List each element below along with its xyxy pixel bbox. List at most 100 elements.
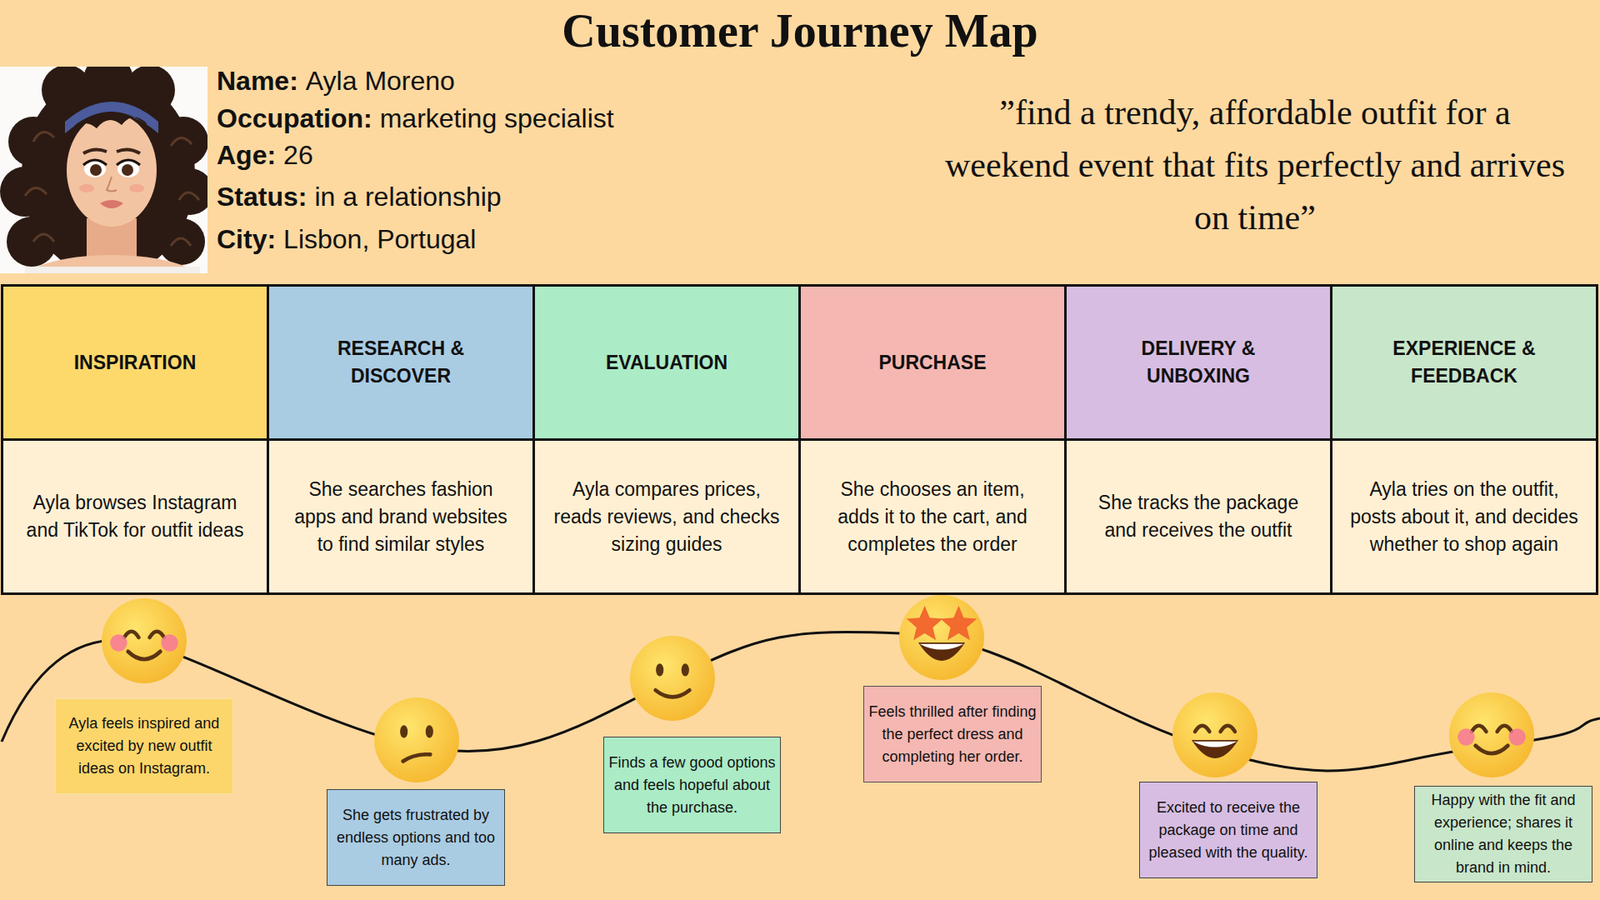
stage-heading: PURCHASE [800, 286, 1065, 441]
emotion-note: Excited to receive the package on time a… [1139, 781, 1318, 879]
emoji-star-eye [940, 605, 978, 641]
stage-description: She tracks the package and receives the … [1066, 440, 1330, 593]
emotion-emoji [1449, 692, 1535, 778]
stage-description: Ayla compares prices, reads reviews, and… [535, 440, 799, 593]
note-text: Finds a few good options and feels hopef… [607, 751, 777, 820]
emoji-face [101, 598, 187, 684]
persona-avatar-part [129, 184, 145, 193]
journey-stage: PURCHASEShe chooses an item, adds it to … [798, 284, 1067, 595]
profile-row: Age:26 [216, 138, 314, 172]
emotion-note: Finds a few good options and feels hopef… [603, 736, 781, 834]
field-label: Name: [216, 64, 299, 98]
journey-stage: INSPIRATIONAyla browses Instagram and Ti… [0, 284, 270, 595]
emoji-face [1449, 692, 1535, 778]
profile-row: Occupation:marketing specialist [216, 101, 615, 135]
emoji-cheek [160, 634, 178, 651]
stage-description: She chooses an item, adds it to the cart… [800, 440, 1065, 593]
field-label: Occupation: [216, 101, 373, 135]
note-text: Feels thrilled after finding the perfect… [867, 700, 1038, 769]
persona-avatar-part [83, 149, 140, 154]
emoji-eye [1497, 725, 1512, 732]
emoji-eye [1195, 725, 1210, 732]
emoji-teeth [1192, 741, 1237, 748]
emoji-mouth [918, 642, 965, 661]
emoji-mouth [655, 690, 690, 697]
profile-row: City:Lisbon, Portugal [216, 222, 476, 256]
journey-stage: EVALUATIONAyla compares prices, reads re… [532, 284, 801, 595]
note-text: Happy with the fit and experience; share… [1418, 789, 1589, 880]
page-title: Customer Journey Map [0, 4, 1600, 58]
note-text: She gets frustrated by endless options a… [330, 804, 501, 872]
persona-avatar-part [106, 176, 117, 192]
emotion-emoji [899, 595, 985, 680]
emoji-eye [681, 663, 690, 676]
emoji-eye [400, 725, 408, 738]
emotion-emoji [101, 598, 187, 684]
emoji-eye [1220, 725, 1235, 732]
persona-avatar-part [25, 266, 200, 274]
emoji-eye [124, 631, 139, 638]
note-text: Ayla feels inspired and excited by new o… [59, 712, 230, 780]
persona-avatar-part [65, 101, 159, 134]
field-label: Age: [216, 138, 276, 172]
persona-quote: ”find a trendy, affordable outfit for a … [938, 86, 1572, 245]
field-value: marketing specialist [380, 101, 615, 135]
journey-stage: EXPERIENCE & FEEDBACKAyla tries on the o… [1330, 284, 1599, 595]
persona-avatar-part [20, 255, 204, 274]
emoji-teeth [919, 644, 964, 650]
persona-avatar-part [66, 113, 157, 227]
emoji-cheek [1508, 728, 1525, 745]
emoji-cheek [110, 634, 127, 651]
emoji-mouth [128, 651, 161, 660]
persona-avatar-part [158, 218, 205, 265]
emoji-mouth [403, 754, 431, 761]
emoji-star-eye [906, 605, 944, 641]
emoji-mouth [1475, 745, 1509, 754]
emoji-eye [425, 725, 434, 738]
emotion-emoji [630, 635, 715, 721]
emotion-note: She gets frustrated by endless options a… [326, 789, 505, 886]
emoji-eye [150, 631, 165, 638]
emoji-face [630, 635, 715, 721]
emoji-face [374, 697, 460, 783]
persona-avatar-part [6, 216, 57, 267]
persona-avatar-part [83, 160, 140, 165]
profile-row: Name:Ayla Moreno [216, 64, 455, 98]
emotion-note: Feels thrilled after finding the perfect… [863, 685, 1042, 783]
persona-avatar-part [71, 111, 147, 132]
persona-avatar-part [90, 164, 102, 176]
emotion-faces [101, 595, 1535, 783]
stage-description: She searches fashion apps and brand webs… [269, 440, 533, 593]
field-value: 26 [283, 138, 314, 172]
emotion-note: Happy with the fit and experience; share… [1414, 785, 1593, 883]
stage-description: Ayla browses Instagram and TikTok for ou… [3, 440, 267, 593]
profile-row: Status:in a relationship [216, 180, 502, 214]
stage-heading: EVALUATION [535, 286, 799, 441]
emotion-emoji [374, 697, 460, 783]
field-label: City: [216, 222, 276, 256]
emoji-eye [1471, 725, 1486, 732]
persona-avatar [0, 66, 208, 274]
emoji-mouth [1191, 740, 1239, 759]
stage-heading: RESEARCH & DISCOVER [269, 286, 533, 441]
emotion-emoji [1172, 692, 1258, 778]
stage-heading: EXPERIENCE & FEEDBACK [1332, 286, 1596, 441]
emoji-face [1172, 692, 1258, 778]
field-value: Ayla Moreno [305, 64, 455, 98]
emotion-curve [1, 632, 1600, 771]
field-label: Status: [216, 180, 307, 214]
persona-avatar-part [121, 164, 134, 176]
persona-avatar-part [158, 116, 208, 167]
emotion-note: Ayla feels inspired and excited by new o… [55, 698, 234, 795]
emoji-cheek [1457, 728, 1475, 745]
field-value: in a relationship [314, 180, 501, 214]
note-text: Excited to receive the package on time a… [1143, 796, 1314, 865]
persona-avatar-part [79, 184, 95, 193]
stage-heading: INSPIRATION [3, 286, 267, 441]
persona-avatar-part [100, 200, 124, 209]
emoji-face [899, 595, 985, 680]
journey-stage: RESEARCH & DISCOVERShe searches fashion … [266, 284, 535, 595]
field-value: Lisbon, Portugal [283, 222, 476, 256]
stage-description: Ayla tries on the outfit, posts about it… [1332, 440, 1596, 593]
